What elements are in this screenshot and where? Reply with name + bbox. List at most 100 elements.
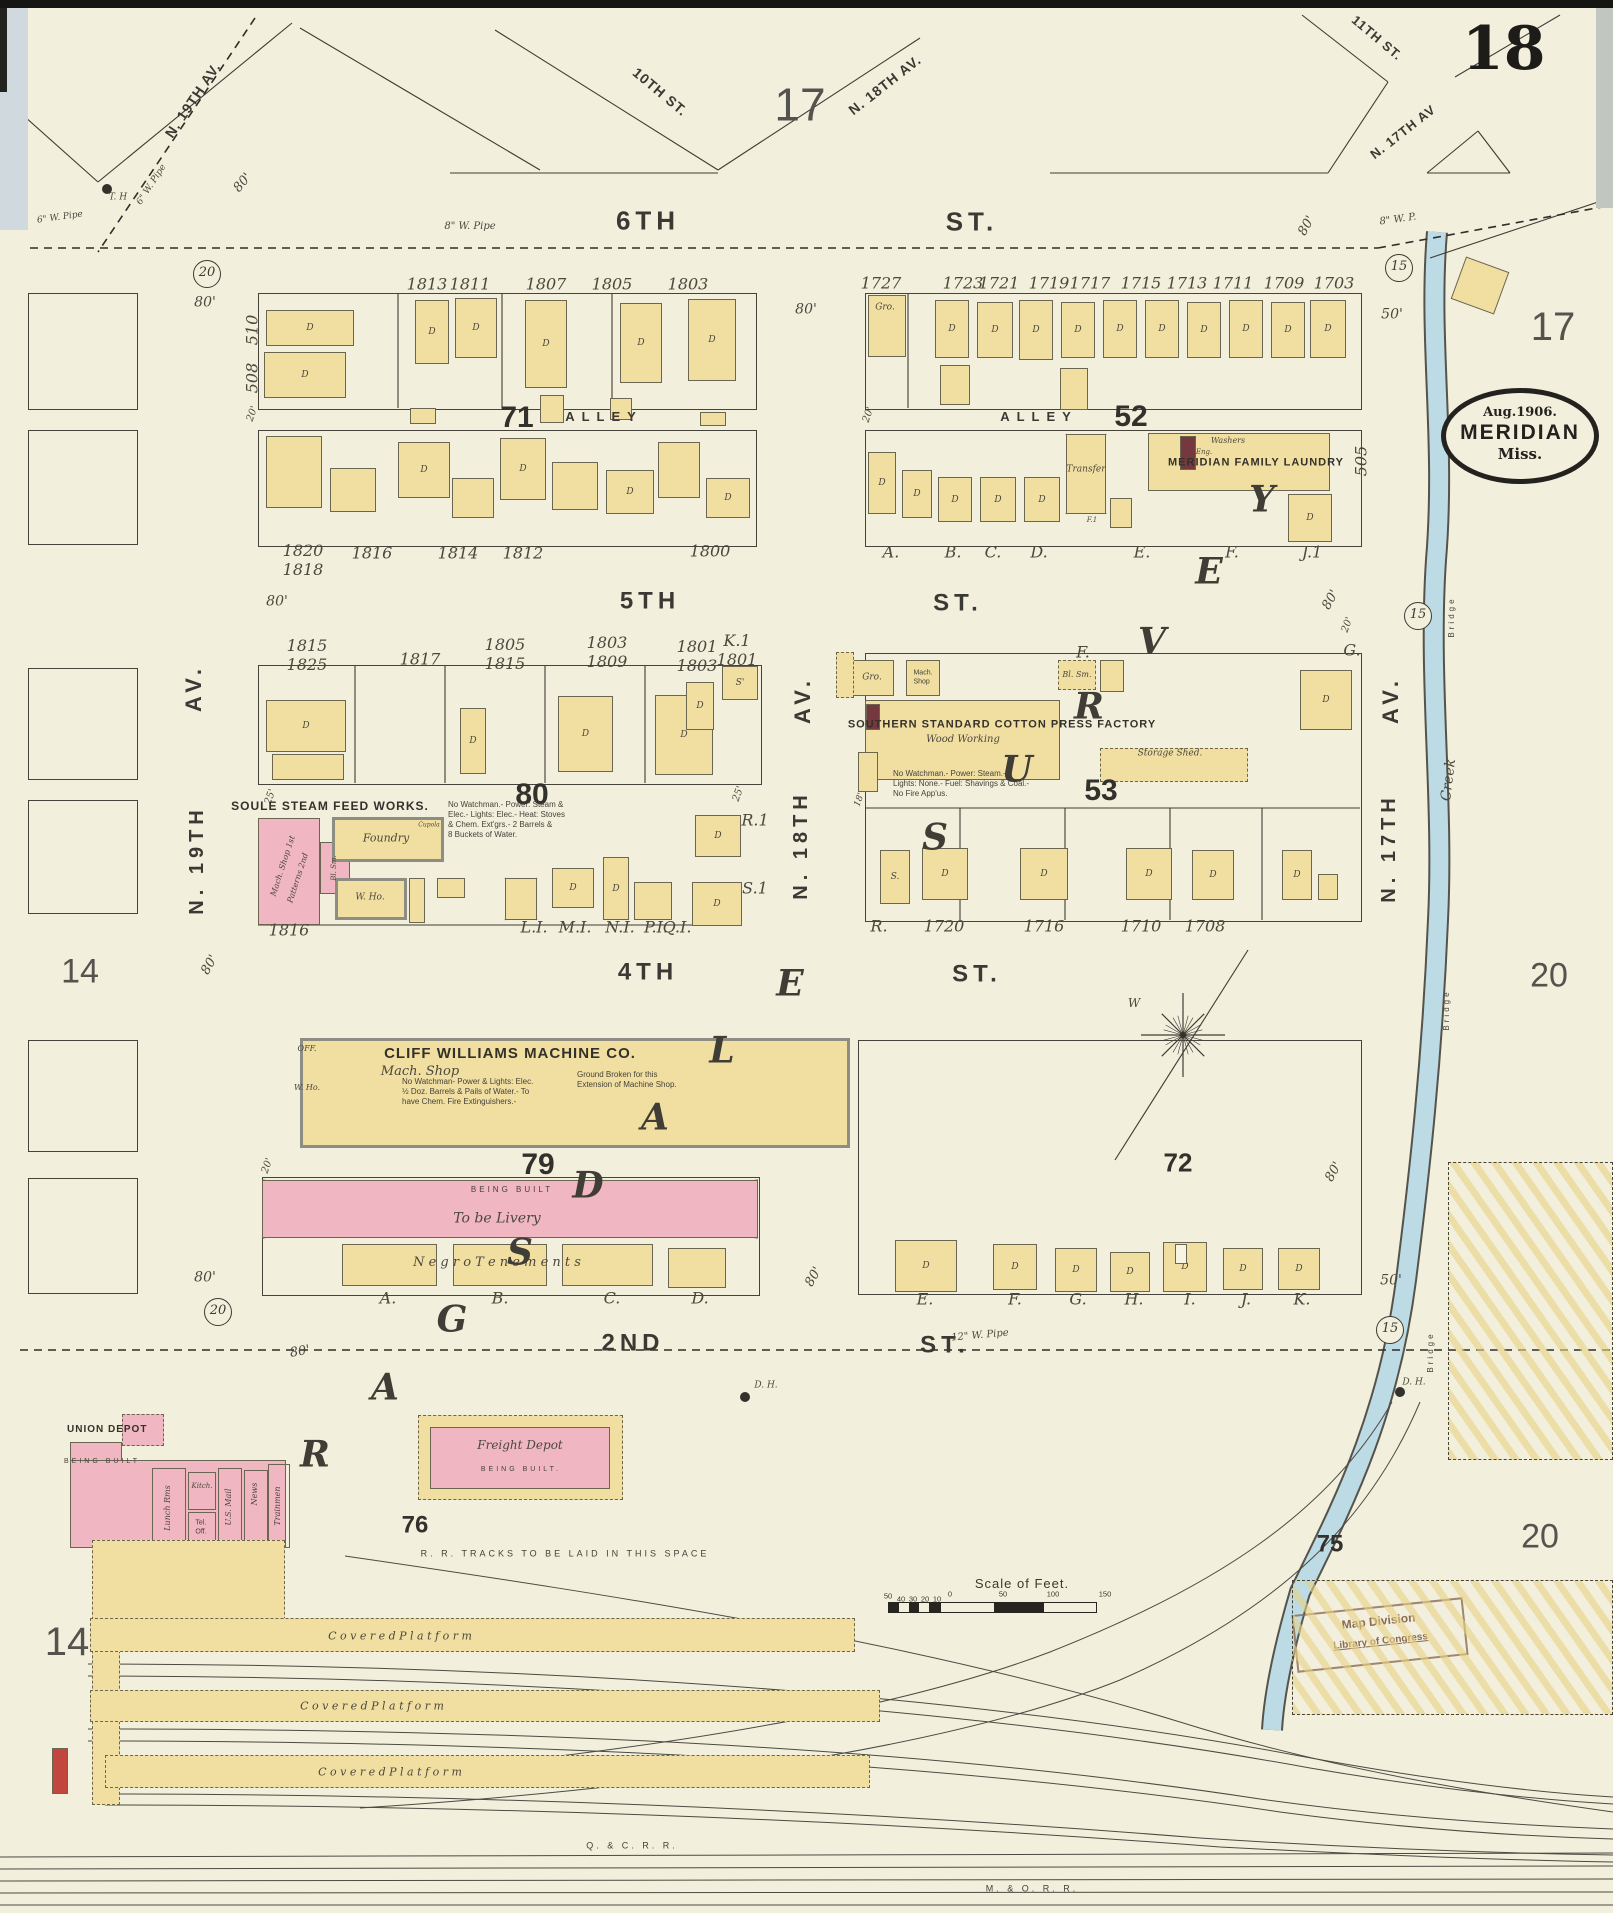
adjacent-sheet-number: 20 xyxy=(1530,956,1568,995)
house-number: 1820 1818 xyxy=(282,540,324,579)
house-number: 1727 xyxy=(860,273,902,293)
status-label: BEING BUILT. xyxy=(480,1465,562,1473)
block-number: 75 xyxy=(1316,1530,1344,1558)
building: S' xyxy=(722,666,758,700)
survey-letter: S xyxy=(922,816,948,859)
railroad-track xyxy=(87,1740,1613,1840)
lot-letter: C. xyxy=(603,1288,621,1308)
survey-letter: R xyxy=(1074,685,1104,728)
building-label: Trainmen xyxy=(273,1486,283,1526)
lot-outline xyxy=(28,800,138,914)
building-use-code: D xyxy=(922,1261,930,1271)
lot-letter: J.1 xyxy=(1301,542,1323,562)
house-number: 1814 xyxy=(437,543,479,563)
note-text: No Watchman- Power & Lights: Elec. ½ Doz… xyxy=(402,1077,534,1106)
alley-label: ALLEY xyxy=(1000,409,1078,425)
lot-outline xyxy=(28,430,138,545)
building: D xyxy=(1145,300,1179,358)
note-text: Mach. Shop xyxy=(913,669,933,685)
building-label: Foundry xyxy=(362,831,410,845)
lot-letter: B. xyxy=(944,542,962,562)
scale-tick: 150 xyxy=(1098,1589,1112,1599)
building: D xyxy=(606,470,654,514)
scale-segment xyxy=(941,1603,994,1612)
alley-label: ALLEY xyxy=(565,409,643,425)
survey-letter: G xyxy=(436,1298,468,1341)
building-use-code: D xyxy=(680,730,688,740)
building xyxy=(552,462,598,510)
house-number: 1720 xyxy=(923,916,965,936)
building xyxy=(658,442,700,498)
house-number: 1815 1825 xyxy=(286,635,328,674)
building-use-code: D xyxy=(637,338,645,348)
building: D xyxy=(1020,848,1068,900)
utility-label: T. H xyxy=(108,192,128,203)
building xyxy=(409,878,425,923)
building-label: Bl. Sm. xyxy=(1062,670,1092,680)
house-number: 1711 xyxy=(1212,273,1254,293)
status-label: Bridge xyxy=(1442,989,1452,1031)
house-number: 1723 xyxy=(942,273,984,293)
building xyxy=(1100,660,1124,692)
lot-letter: J. xyxy=(1240,1289,1252,1309)
building-use-code: D xyxy=(941,869,949,879)
business-name: SOUTHERN STANDARD COTTON PRESS FACTORY xyxy=(847,718,1157,731)
house-number: 1708 xyxy=(1184,916,1226,936)
building-label: Gro. xyxy=(875,302,895,313)
building-label: Washers xyxy=(1210,436,1246,446)
building xyxy=(868,295,906,357)
building: D xyxy=(620,303,662,383)
building-use-code: D xyxy=(581,729,590,739)
scale-tick: 0 xyxy=(947,1589,953,1599)
building-use-code: D xyxy=(469,736,477,746)
railroad-track xyxy=(0,1852,1613,1858)
building xyxy=(634,882,672,920)
house-number: 1805 1815 xyxy=(484,634,526,673)
building xyxy=(330,468,376,512)
house-number: 1801 1803 xyxy=(676,636,718,675)
lot-letter: K. xyxy=(1293,1289,1311,1309)
scale-title: Scale of Feet. xyxy=(974,1576,1070,1592)
building-label: C o v e r e d P l a t f o r m xyxy=(300,1699,444,1713)
building-use-code: D xyxy=(428,327,436,337)
building-label: U.S. Mail xyxy=(224,1488,234,1526)
building-use-code: D xyxy=(1116,324,1124,334)
lot-letter: A. xyxy=(379,1288,397,1308)
building-use-code: D xyxy=(1074,325,1082,335)
building-use-code: D xyxy=(708,335,716,345)
lot-letter: R. xyxy=(870,916,888,936)
adjacent-sheet-number: 14 xyxy=(61,952,99,991)
building: D xyxy=(500,438,546,500)
circled-number: 15 xyxy=(1404,602,1432,630)
building xyxy=(1148,433,1330,491)
lot-outline xyxy=(258,430,757,547)
lot-outline xyxy=(865,293,1362,410)
building: D xyxy=(868,452,896,514)
railroad-track xyxy=(104,1793,1613,1856)
survey-letter: L xyxy=(709,1029,735,1072)
block-number: 52 xyxy=(1114,400,1148,433)
lot-letter: E. xyxy=(1133,542,1151,562)
building-use-code: D xyxy=(1242,324,1250,334)
building: D xyxy=(525,300,567,388)
building-use-code: D xyxy=(1181,1262,1189,1272)
building: D xyxy=(695,815,741,857)
adjacent-sheet-number: 14 xyxy=(44,1620,90,1664)
building-label: News xyxy=(250,1482,260,1506)
building: D xyxy=(977,302,1013,358)
building xyxy=(906,660,940,696)
lot-letter: C. xyxy=(984,542,1002,562)
house-number: 1805 xyxy=(591,274,633,294)
street-label: AV. xyxy=(180,663,206,713)
house-number: 1715 xyxy=(1120,273,1162,293)
building-use-code: D xyxy=(1145,869,1153,879)
building: D xyxy=(938,477,972,522)
street-label: 2ND xyxy=(601,1329,665,1357)
building xyxy=(1318,874,1338,900)
building xyxy=(342,1244,437,1286)
house-number: 1719 xyxy=(1028,273,1070,293)
lot-letter: G. xyxy=(1343,640,1361,660)
business-name: CLIFF WILLIAMS MACHINE CO. xyxy=(384,1045,636,1062)
building-use-code: D xyxy=(569,883,577,893)
building: D xyxy=(993,1244,1037,1290)
